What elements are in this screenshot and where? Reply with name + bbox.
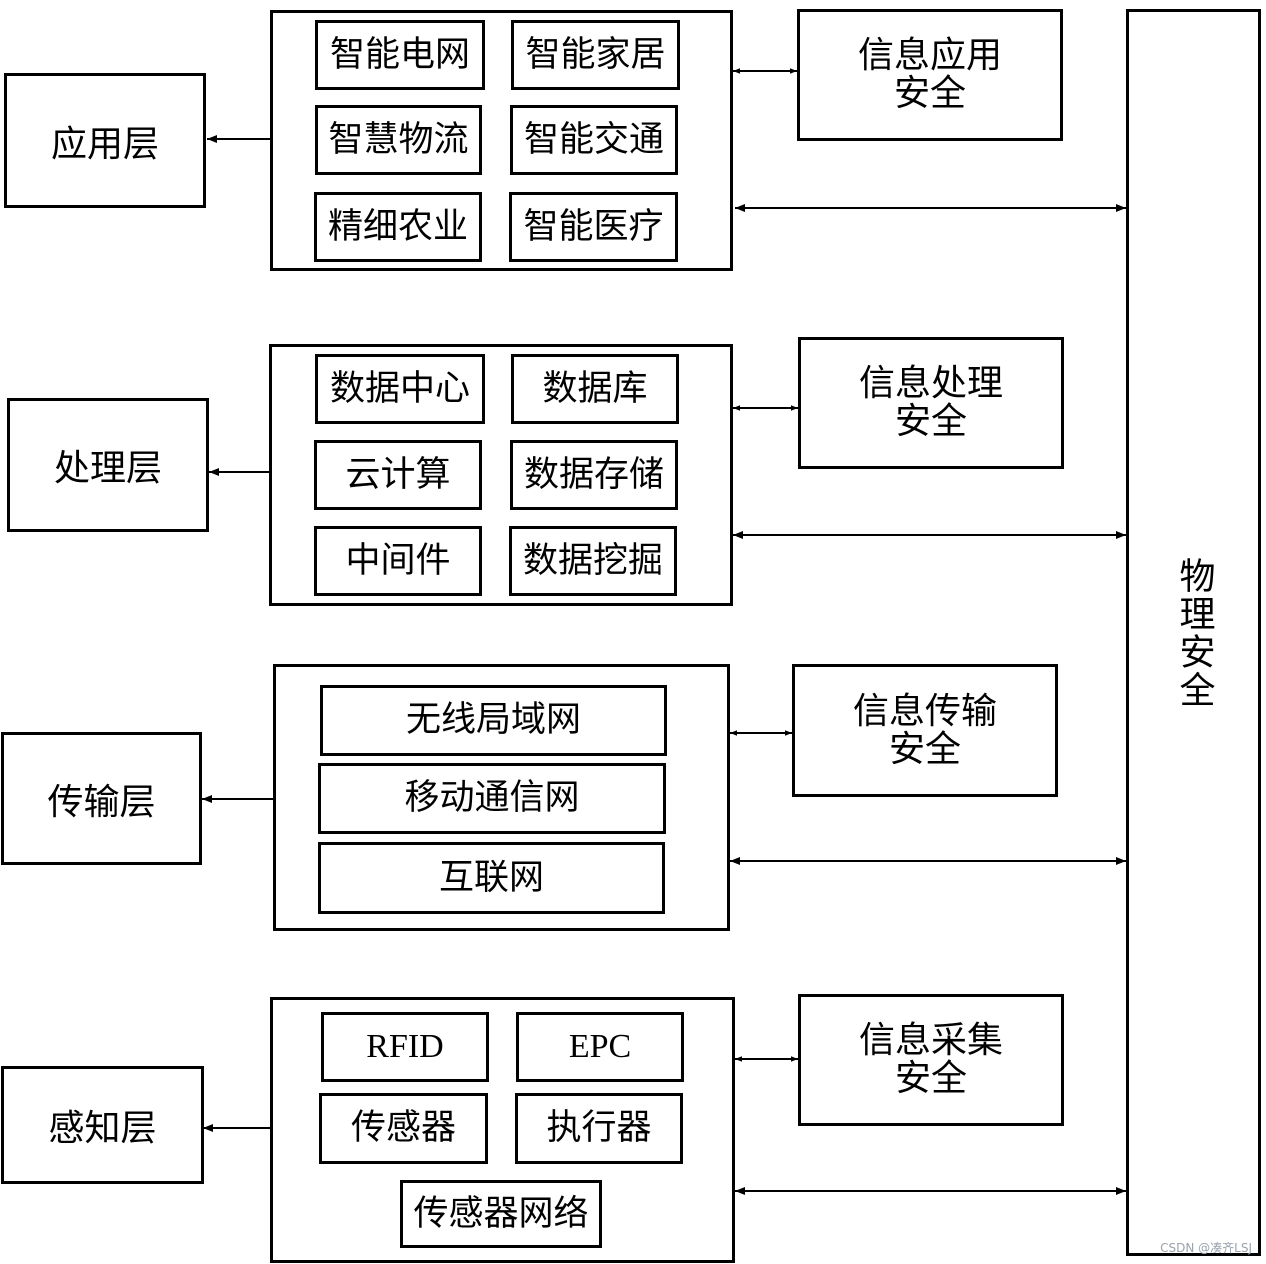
item-smart-medical: 智能医疗 [509, 192, 678, 262]
security-info-transmission: 信息传输 安全 [792, 664, 1058, 797]
security-line-1: 信息采集 [858, 1020, 1003, 1061]
layer-label-processing: 处理层 [7, 398, 209, 532]
watermark: CSDN @凑齐LSJ [1160, 1241, 1252, 1255]
item-rfid: RFID [321, 1012, 489, 1082]
layer-label-transmission: 传输层 [1, 732, 202, 865]
layer-label-application: 应用层 [4, 73, 206, 208]
item-database: 数据库 [511, 354, 679, 424]
item-mobile-network: 移动通信网 [318, 763, 666, 834]
item-smart-traffic: 智能交通 [510, 105, 678, 175]
item-smart-logistics: 智慧物流 [315, 105, 482, 175]
item-cloud-computing: 云计算 [314, 440, 482, 510]
security-line-2: 安全 [894, 401, 967, 442]
security-line-2: 安全 [888, 728, 961, 770]
item-sensor: 传感器 [319, 1093, 488, 1164]
security-info-application: 信息应用 安全 [797, 9, 1063, 141]
physical-security-column: 物理安全 [1126, 9, 1261, 1256]
item-epc: EPC [516, 1012, 684, 1082]
item-wlan: 无线局域网 [320, 685, 667, 756]
security-line-1: 信息传输 [852, 690, 997, 732]
item-precision-agriculture: 精细农业 [314, 192, 482, 262]
security-info-processing: 信息处理 安全 [798, 337, 1064, 469]
item-internet: 互联网 [318, 842, 665, 914]
security-info-collection: 信息采集 安全 [798, 994, 1064, 1126]
layer-label-perception: 感知层 [1, 1066, 204, 1184]
security-line-1: 信息应用 [857, 35, 1002, 76]
item-data-storage: 数据存储 [510, 440, 678, 510]
item-middleware: 中间件 [314, 526, 482, 596]
item-smart-grid: 智能电网 [315, 20, 485, 90]
item-data-center: 数据中心 [315, 354, 485, 424]
item-smart-home: 智能家居 [511, 20, 680, 90]
item-data-mining: 数据挖掘 [509, 526, 677, 596]
security-line-2: 安全 [893, 73, 966, 114]
item-actuator: 执行器 [515, 1093, 683, 1164]
security-line-2: 安全 [894, 1058, 967, 1099]
security-line-1: 信息处理 [858, 363, 1003, 404]
item-sensor-network: 传感器网络 [400, 1180, 602, 1248]
